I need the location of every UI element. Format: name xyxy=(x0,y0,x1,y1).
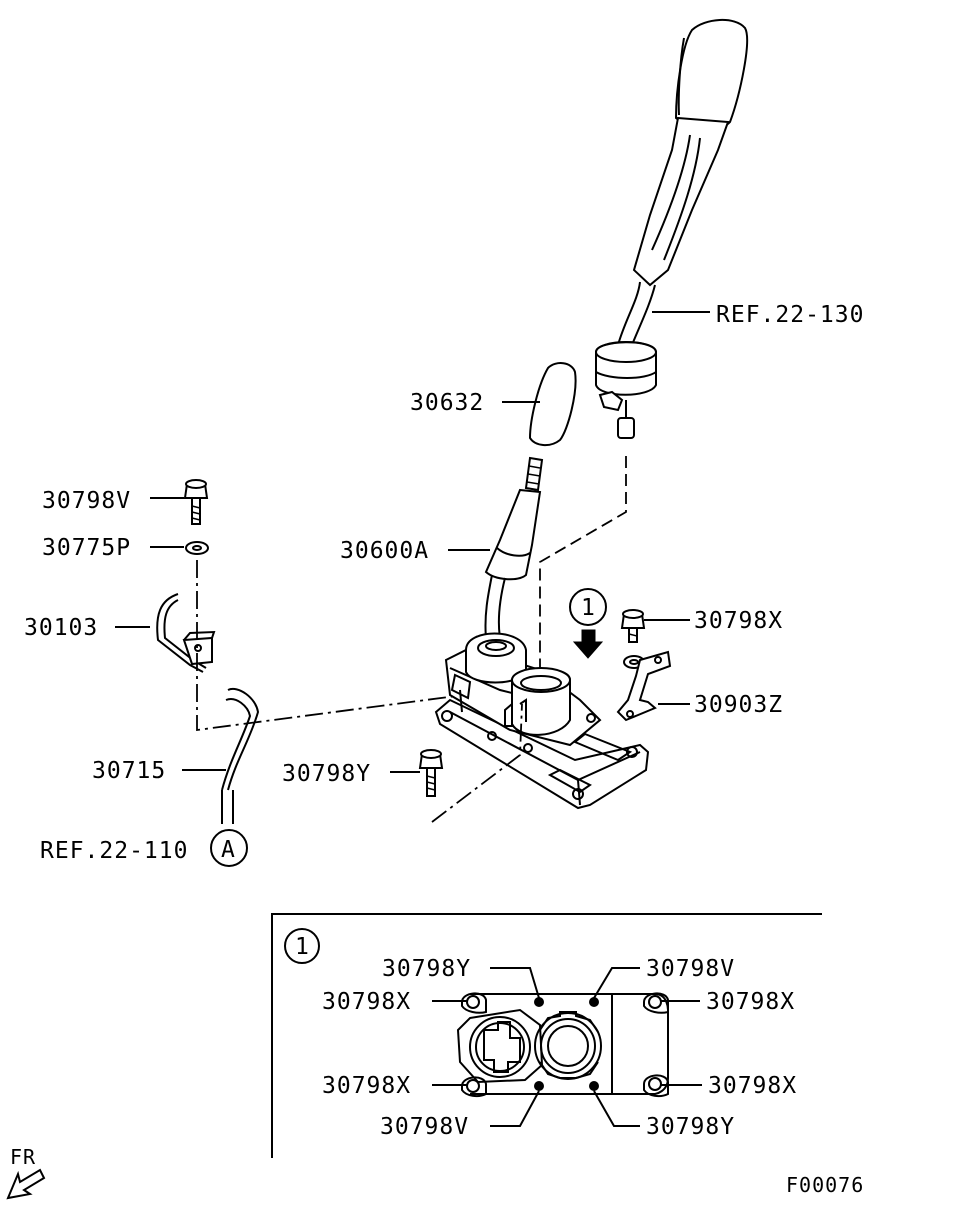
p30798X-top-label: 30798X xyxy=(694,608,783,634)
p30798V-top-label: 30798V xyxy=(42,488,131,514)
detail-label-bottom-right-y: 30798Y xyxy=(646,1114,735,1140)
washer-30775P xyxy=(185,541,209,555)
detail-view-marker-label: 1 xyxy=(295,934,310,960)
p30600A-label: 30600A xyxy=(340,538,429,564)
p30715-label: 30715 xyxy=(92,758,166,784)
detail-label-top-left-y: 30798Y xyxy=(382,956,471,982)
detail-view-marker-circle xyxy=(284,928,320,964)
detail-bolt-top-right xyxy=(589,997,599,1007)
p30103-label: 30103 xyxy=(24,615,98,641)
p30903Z-label: 30903Z xyxy=(694,692,783,718)
shift-lever-30600A xyxy=(484,456,544,639)
bolt-30798V xyxy=(183,479,209,525)
bracket-alignment-line xyxy=(196,560,503,732)
detail-label-right-lower-x: 30798X xyxy=(708,1073,797,1099)
detail-view-frame xyxy=(271,913,822,1158)
shift-lever-housing xyxy=(434,632,650,810)
ref-circle-a-label: A xyxy=(221,837,236,863)
bolt-y-alignment-line xyxy=(431,703,523,823)
detail-label-left-upper-x: 30798X xyxy=(322,989,411,1015)
ref-22-110-label: REF.22-110 xyxy=(40,838,188,864)
detail-label-right-upper-x: 30798X xyxy=(706,989,795,1015)
bolt-30798X xyxy=(620,609,646,643)
p30775P-label: 30775P xyxy=(42,535,131,561)
view-marker-label: 1 xyxy=(581,595,596,621)
upper-lever-alignment-line xyxy=(539,456,627,670)
detail-bolt-bottom-left xyxy=(534,1081,544,1091)
detail-view-panel: 1 xyxy=(271,913,822,1158)
view-direction-arrow-icon xyxy=(572,629,604,659)
detail-label-left-lower-x: 30798X xyxy=(322,1073,411,1099)
p30798Y-mid-label: 30798Y xyxy=(282,761,371,787)
shift-knob-30632 xyxy=(528,362,577,446)
bolt-30798Y xyxy=(418,749,444,797)
hose-30715 xyxy=(221,687,260,824)
detail-bolt-top-left xyxy=(534,997,544,1007)
detail-plate-outline xyxy=(470,993,669,1095)
bracket-30103 xyxy=(156,593,216,673)
detail-bolt-bottom-right xyxy=(589,1081,599,1091)
view-marker-circle xyxy=(569,588,607,626)
figure-code: F00076 xyxy=(786,1173,864,1197)
ref-22-130-label: REF.22-130 xyxy=(716,302,864,328)
bracket-30903Z xyxy=(616,650,672,722)
ref-circle-a xyxy=(210,829,248,867)
detail-label-top-right-v: 30798V xyxy=(646,956,735,982)
upper-shift-lever-assembly xyxy=(595,19,749,439)
detail-label-bottom-left-v: 30798V xyxy=(380,1114,469,1140)
front-direction-label: FR xyxy=(10,1145,36,1169)
p30632-label: 30632 xyxy=(410,390,484,416)
front-direction-arrow-icon xyxy=(6,1168,46,1200)
